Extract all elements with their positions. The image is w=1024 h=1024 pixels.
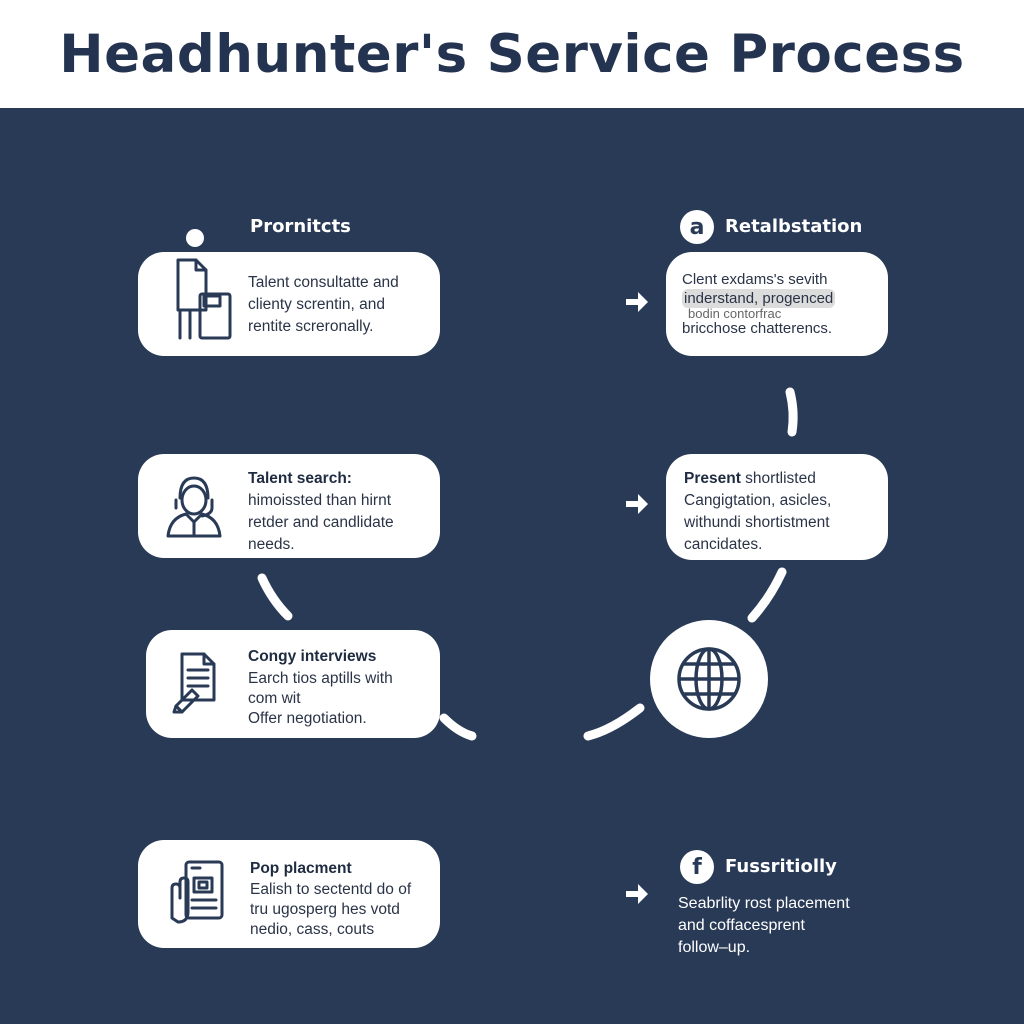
globe-node bbox=[650, 620, 768, 738]
arrow-right-icon bbox=[626, 884, 648, 904]
right-card-1[interactable]: Clent exdams's sevith inderstand, progen… bbox=[666, 252, 888, 356]
left-card-2-line-2: retder and candlidate bbox=[248, 514, 394, 531]
right-card-2-heading-rest: shortlisted bbox=[740, 470, 816, 487]
left-card-4-line-1: Ealish to sectentd do of bbox=[250, 881, 412, 898]
arrow-right-icon bbox=[626, 494, 648, 514]
left-card-1-line-2: clienty screntin, and bbox=[248, 296, 385, 313]
right-section-label: Retalbstation bbox=[725, 216, 863, 237]
left-card-2[interactable]: Talent search: himoissted than hirnt ret… bbox=[138, 454, 440, 558]
connector-bottom-right bbox=[583, 703, 645, 741]
right-card-2-heading: Present bbox=[684, 470, 741, 487]
final-line-3: follow–up. bbox=[678, 939, 751, 956]
final-line-2: and coffacesprent bbox=[678, 917, 805, 934]
fussritiolly-badge-icon: f bbox=[680, 850, 714, 884]
hand-document-icon bbox=[170, 860, 224, 924]
person-headset-icon bbox=[166, 476, 222, 538]
connector-bottom-left bbox=[439, 713, 477, 741]
right-card-2-line-3: cancidates. bbox=[684, 536, 763, 553]
right-card-2[interactable]: Present shortlisted Cangigtation, asicle… bbox=[666, 454, 888, 560]
right-card-1-line-4: bricchose chatterencs. bbox=[682, 320, 833, 337]
left-section-label: Prornitcts bbox=[250, 216, 351, 237]
left-card-1[interactable]: Talent consultatte and clienty screntin,… bbox=[138, 252, 440, 356]
left-card-3-heading: Congy interviews bbox=[248, 648, 377, 665]
left-card-3-line-2: com wit bbox=[248, 690, 301, 707]
left-card-4[interactable]: Pop placment Ealish to sectentd do of tr… bbox=[138, 840, 440, 948]
left-card-3-line-3: Offer negotiation. bbox=[248, 710, 367, 727]
left-card-1-line-3: rentite screronally. bbox=[248, 318, 374, 335]
left-card-2-line-1: himoissted than hirnt bbox=[248, 492, 392, 509]
person-dot-icon bbox=[186, 229, 204, 247]
left-card-2-heading: Talent search: bbox=[248, 470, 352, 487]
right-card-1-line-3: bodin contorfrac bbox=[688, 306, 782, 321]
left-card-1-line-1: Talent consultatte and bbox=[248, 274, 399, 291]
person-document-icon bbox=[176, 258, 232, 340]
page-title: Headhunter's Service Process bbox=[59, 23, 965, 85]
right-card-1-line-1: Clent exdams's sevith bbox=[682, 271, 828, 288]
final-step-label: Fussritiolly bbox=[725, 856, 837, 877]
right-card-1-line-2: inderstand, progenced bbox=[682, 289, 836, 308]
connector-right-mid bbox=[747, 567, 787, 623]
connector-right-top bbox=[785, 387, 798, 437]
globe-icon bbox=[677, 647, 741, 711]
left-card-2-line-3: needs. bbox=[248, 536, 295, 553]
retalbstation-badge-icon: a bbox=[680, 210, 714, 244]
right-card-2-line-1: Cangigtation, asicles, bbox=[684, 492, 832, 509]
final-step-text: Seabrlity rost placement and coffacespre… bbox=[678, 893, 850, 959]
left-card-3-line-1: Earch tios aptills with bbox=[248, 670, 393, 687]
arrow-right-icon bbox=[626, 292, 648, 312]
header: Headhunter's Service Process bbox=[0, 0, 1024, 108]
left-card-4-line-2: tru ugosperg hes votd bbox=[250, 901, 400, 918]
document-pen-icon bbox=[172, 652, 216, 714]
final-line-1: Seabrlity rost placement bbox=[678, 895, 850, 912]
left-card-3[interactable]: Congy interviews Earch tios aptills with… bbox=[146, 630, 440, 738]
right-card-2-line-2: withundi shortistment bbox=[684, 514, 830, 531]
left-card-4-heading: Pop placment bbox=[250, 860, 352, 877]
left-card-4-line-3: nedio, cass, couts bbox=[250, 921, 375, 938]
connector-left-mid bbox=[257, 573, 293, 621]
